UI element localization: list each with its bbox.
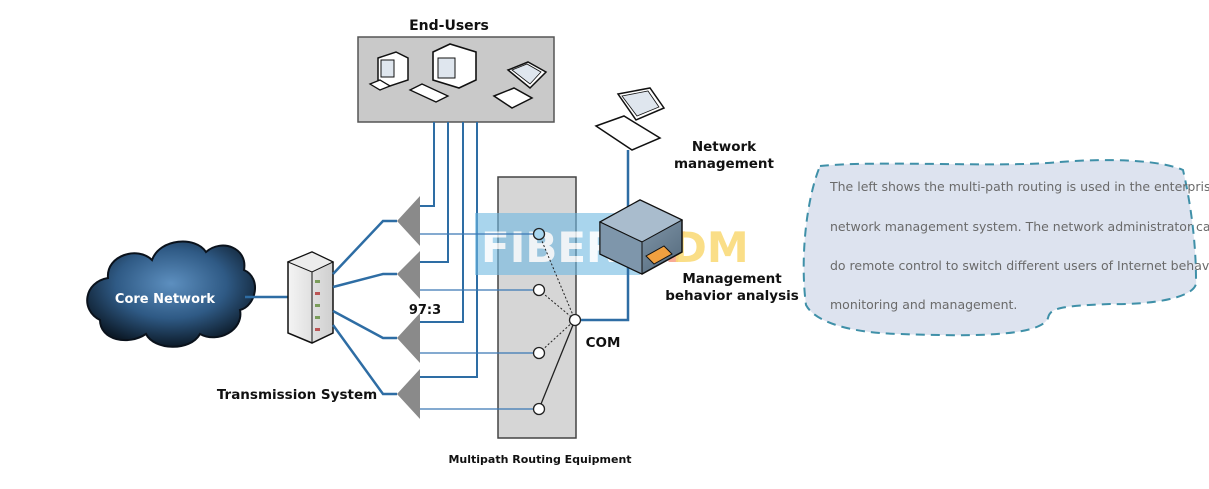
port-4 — [532, 402, 546, 416]
port-3 — [532, 346, 546, 360]
note-line-1: The left shows the multi-path routing is… — [829, 179, 1209, 194]
splitter-outputs — [420, 233, 533, 410]
management-label-1: Management — [682, 271, 782, 287]
transmission-link-2 — [332, 272, 397, 289]
switch-ports — [532, 227, 582, 416]
svg-text:DM: DM — [672, 223, 749, 272]
svg-text:FIBER: FIBER — [481, 223, 618, 272]
transmission-link-3 — [332, 309, 397, 340]
server-rack-icon — [286, 251, 335, 344]
management-laptop-icon — [594, 87, 666, 151]
split-ratio-label: 97:3 — [409, 303, 441, 318]
crt-desktop-icon — [368, 51, 409, 91]
network-management-label-2: management — [674, 156, 775, 172]
port-2 — [532, 283, 546, 297]
note-line-3: do remote control to switch different us… — [830, 258, 1209, 273]
com-port — [568, 313, 582, 327]
splitter-3 — [397, 313, 420, 363]
user-link-2 — [420, 122, 449, 263]
user-link-1 — [420, 122, 435, 207]
transmission-links — [331, 219, 397, 396]
end-users-label: End-Users — [409, 18, 489, 34]
note-line-2: network management system. The network a… — [830, 219, 1209, 234]
user-link-4 — [420, 122, 478, 378]
splitter-4 — [397, 369, 420, 419]
note-callout: The left shows the multi-path routing is… — [802, 159, 1209, 337]
transmission-link-4 — [331, 324, 397, 396]
equipment-label: Multipath Routing Equipment — [448, 453, 631, 466]
splitter-2 — [397, 251, 420, 299]
network-management-label-1: Network — [692, 139, 757, 155]
user-links — [420, 122, 478, 378]
management-device-icon — [598, 199, 684, 275]
user-link-3 — [420, 122, 464, 323]
desktop-computer-icon — [408, 43, 477, 103]
splitter-1 — [397, 196, 420, 246]
com-label: COM — [586, 335, 621, 351]
transmission-system-label: Transmission System — [217, 387, 377, 403]
splitters — [397, 196, 420, 419]
switch-paths — [538, 233, 576, 410]
management-label-2: behavior analysis — [665, 288, 799, 304]
core-network-cloud: Core Network — [86, 240, 257, 348]
port-1 — [532, 227, 546, 241]
note-line-4: monitoring and management. — [830, 297, 1017, 312]
laptop-icon — [492, 61, 548, 109]
core-network-label: Core Network — [115, 292, 215, 307]
transmission-link-1 — [332, 219, 397, 275]
